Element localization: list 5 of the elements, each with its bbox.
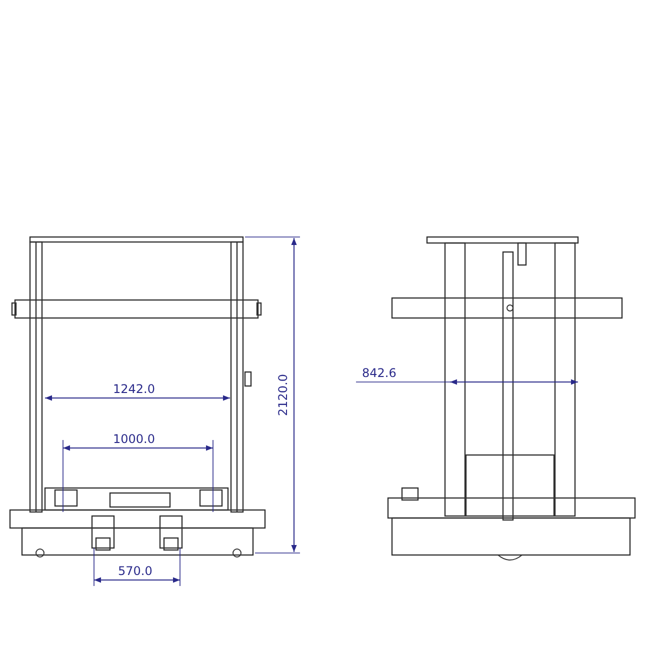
dimension-label: 1242.0: [113, 382, 155, 396]
dimension-label: 2120.0: [276, 374, 290, 416]
dimension-label: 570.0: [118, 564, 152, 578]
dimension-label: 842.6: [362, 366, 396, 380]
dimension-label: 1000.0: [113, 432, 155, 446]
